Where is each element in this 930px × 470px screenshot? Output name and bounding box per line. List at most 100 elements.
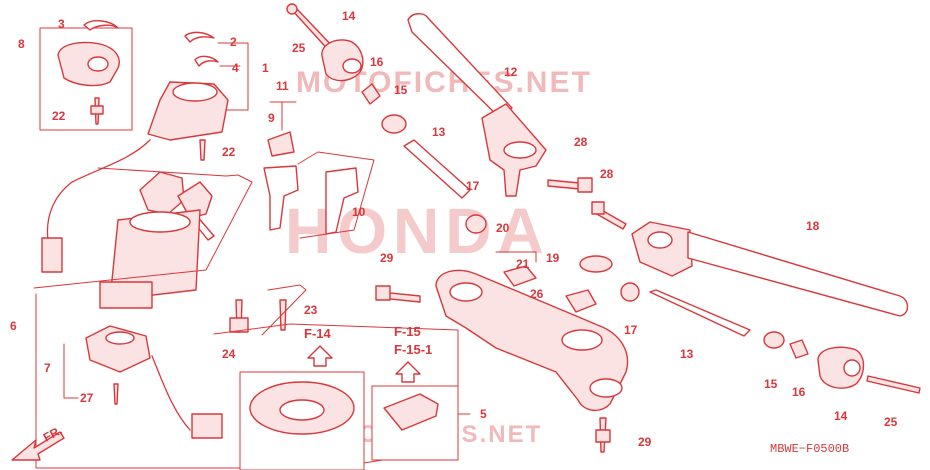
part-handlebar-12 [407,13,547,197]
callout-29a: 29 [380,251,394,265]
callout-18: 18 [806,219,820,233]
key-head-a [139,171,185,215]
cap-19 [579,255,613,273]
callout-9: 9 [268,111,275,125]
callout-17b: 17 [624,323,638,337]
seat-lock-5 [383,393,439,431]
ref-arrow-f14 [307,345,333,367]
callout-10: 10 [352,205,366,219]
callout-8: 8 [18,37,25,51]
nut-17-top [465,214,487,234]
callout-4: 4 [232,61,239,75]
watermark-center: HONDA [285,195,550,267]
part-switch-lower [33,167,307,336]
bolt-29-a-head [375,285,391,301]
rod-13-bottom [649,289,751,337]
screw-23 [279,299,287,331]
callout-15b: 15 [764,377,778,391]
switch-lower-top [129,211,191,233]
callout-20: 20 [496,221,510,235]
callouts: 1 2 3 4 5 6 7 8 9 10 11 12 13 13 14 14 1… [10,9,898,449]
reference-box [213,323,471,470]
callout-13b: 13 [680,347,694,361]
figure-code: MBWE−F0500B [770,442,849,456]
callout-22b: 22 [222,145,236,159]
top-bridge-20 [435,269,629,411]
callout-28b: 28 [600,167,614,181]
leader-1 [215,42,249,111]
ref-f15: F-15 [394,324,421,339]
handlebar-18-clamp [631,221,693,277]
callout-27: 27 [80,391,94,405]
rod-13-top [403,139,471,199]
screw-27 [113,383,119,405]
box-key-10 [297,151,375,239]
ref-arrow-f15 [395,361,421,383]
callout-2: 2 [230,35,237,49]
part-handlebar-18 [631,221,909,317]
callout-12: 12 [504,65,518,79]
part-right-bar-end [620,282,921,394]
plate-21 [503,265,537,287]
callout-24: 24 [222,347,236,361]
switch-7-top [105,331,135,345]
switch-lower-base [99,281,153,309]
box-screw-23 [261,284,307,336]
part-top-bridge [435,251,629,411]
callout-17a: 17 [466,179,480,193]
callout-19: 19 [546,251,560,265]
bridge-bore-left [449,282,483,302]
weight-14-bottom-face [843,359,861,377]
clip-4 [194,55,219,67]
leader-7 [63,343,79,399]
callout-16a: 16 [370,55,384,69]
collar-15-bottom [763,331,785,349]
fuel-cap-center [279,399,325,421]
bolt-25-bottom [866,375,921,394]
part-left-bar-end [286,3,487,234]
callout-3: 3 [58,17,65,31]
clip-16-bottom [789,339,809,359]
ref-f14: F-14 [304,326,332,341]
screw-22-mid [199,139,206,161]
key-10 [325,167,359,235]
handlebar-12-bore [503,141,537,159]
callout-14b: 14 [834,409,848,423]
callout-25b: 25 [884,415,898,429]
callout-11: 11 [276,79,289,93]
callout-14a: 14 [342,9,356,23]
box-cover [39,27,133,131]
clip-3 [83,20,119,31]
nut-17-bottom [620,282,640,302]
callout-22a: 22 [52,109,66,123]
callout-29b: 29 [638,435,652,449]
box-switch [33,167,253,289]
box-6 [35,293,241,469]
bridge-bore-right [589,378,623,398]
callout-16b: 16 [792,385,806,399]
screw-24-head [229,317,249,333]
callout-25a: 25 [292,41,306,55]
bolt-29-b-head [595,429,611,443]
callout-7: 7 [44,361,51,375]
part-ignition-switch [41,81,229,273]
nut-26 [565,289,597,313]
bolt-28-b-head [591,201,605,215]
callout-21: 21 [516,257,530,271]
switch-wire [46,139,151,241]
switch-connector [41,237,63,273]
switch-7-connector [191,413,223,439]
callout-1: 1 [262,61,269,75]
weight-14-top-face [342,58,362,74]
key-11 [263,165,299,231]
bridge-bore-center [561,329,603,351]
screw-22-head [90,105,104,115]
ref-f15-1: F-15-1 [394,342,432,357]
callout-5: 5 [480,407,487,421]
part-group-cover [39,20,133,131]
bolt-28-a-head [577,177,593,193]
callout-6: 6 [10,319,17,333]
weight-14-bottom [817,346,865,389]
leader-20 [495,251,537,263]
callout-26: 26 [530,287,544,301]
